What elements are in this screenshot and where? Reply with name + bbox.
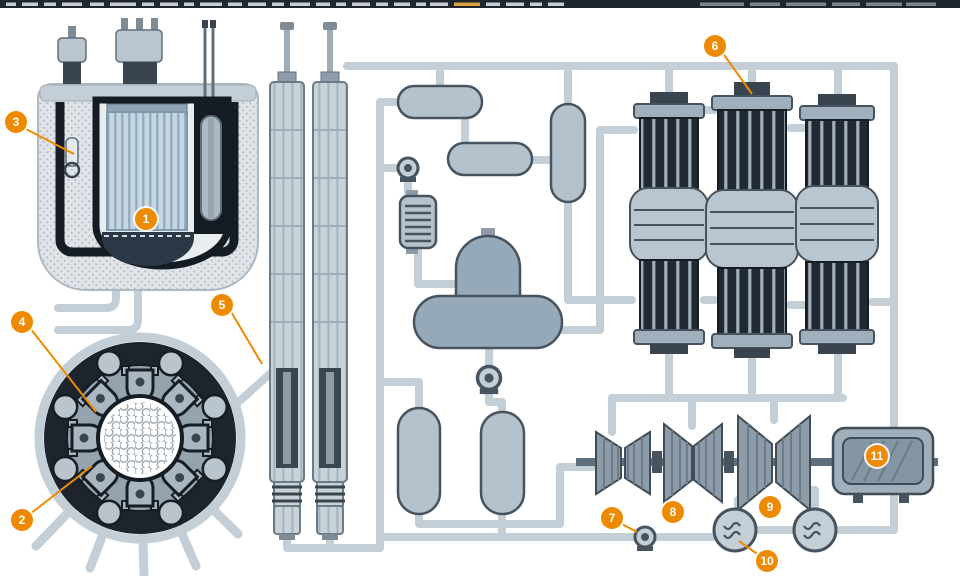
- pipe-sg1-left: [556, 126, 638, 334]
- pump-icon-3: [633, 525, 657, 553]
- leader-4: [29, 327, 97, 413]
- steam-drum-lower: [446, 141, 534, 177]
- callout-11: 11: [866, 445, 888, 467]
- callout-10: 10: [756, 550, 778, 572]
- core-scallops: [51, 349, 229, 527]
- pipe-cooler-down: [414, 244, 460, 288]
- thimble-core: [208, 118, 214, 218]
- assembly-tip: [273, 505, 301, 535]
- core-ring-outer: [34, 332, 246, 544]
- pipe-v3-down: [564, 196, 636, 304]
- callout-5: 5: [211, 294, 233, 316]
- crdm-center: [115, 18, 163, 84]
- callout-9: 9: [759, 496, 781, 518]
- pipe-core-to-assembly: [230, 368, 276, 410]
- leader-3: [23, 127, 75, 155]
- generator: [831, 426, 935, 503]
- pump-icon-2: [475, 364, 503, 396]
- callout-4: 4: [11, 311, 33, 333]
- generator-terminal-1: [853, 494, 863, 503]
- callout-7: 7: [601, 507, 623, 529]
- cropped-text-fragments: [6, 2, 936, 6]
- callout-2: 2: [11, 509, 33, 531]
- callout-8: 8: [662, 501, 684, 523]
- callout-6: 6: [704, 35, 726, 57]
- fuel-assembly-right: [312, 22, 348, 540]
- leader-2: [29, 465, 93, 515]
- pump-icon-1: [396, 156, 420, 184]
- hp-turbine: [595, 430, 651, 496]
- top-strip: [0, 0, 960, 8]
- steam-drum-upper: [396, 84, 484, 120]
- ip-turbine: [663, 421, 723, 505]
- tube-bundle-top: [639, 117, 699, 191]
- callout-leader-lines: [23, 51, 761, 557]
- fuel-rod-map: [104, 402, 176, 474]
- pipe-acc1-up: [378, 378, 423, 414]
- leader-10: [738, 540, 761, 557]
- leader-6: [721, 51, 753, 95]
- steam-generator-3: [795, 94, 879, 354]
- generator-terminal-2: [899, 494, 909, 503]
- shaft-coupling-2: [724, 451, 734, 473]
- callout-3: 3: [5, 111, 27, 133]
- accumulator-left: [396, 406, 442, 516]
- tube-bundle-bottom: [639, 259, 699, 331]
- reactor-pressure-vessel: [37, 18, 259, 291]
- assembly-tip: [316, 505, 344, 535]
- auxiliary-vessels: [396, 84, 587, 516]
- pressurizer-tank: [412, 228, 564, 350]
- tube-bundle-bottom: [717, 267, 787, 335]
- pipe-vessel-stub1: [54, 284, 120, 312]
- shaft-coupling-1: [652, 451, 662, 473]
- tube-bundle-top: [805, 119, 869, 189]
- condenser-1: [712, 507, 758, 553]
- steam-generator-2: [705, 82, 799, 358]
- pipe-vessel-stub2: [54, 284, 142, 334]
- steam-generator-1: [629, 92, 709, 354]
- small-cooler: [398, 190, 438, 254]
- turbine-train: [576, 413, 938, 553]
- tube-bundle-top: [717, 109, 787, 193]
- surge-column: [549, 102, 587, 204]
- leader-5: [229, 309, 263, 365]
- pipe-feed-turbine: [415, 463, 596, 528]
- pipe-pump2-down: [485, 384, 506, 418]
- lower-plenum: [102, 232, 194, 266]
- lp-turbine: [737, 413, 811, 513]
- condenser-2: [792, 507, 838, 553]
- accumulator-right: [479, 410, 526, 516]
- pipe-left-riser: [376, 98, 402, 552]
- reactor-core-cross-section: [34, 332, 246, 544]
- tube-bundle-bottom: [805, 261, 869, 331]
- callout-1: 1: [135, 208, 157, 230]
- crdm-left: [57, 26, 87, 84]
- fuel-assembly-left: [269, 22, 305, 540]
